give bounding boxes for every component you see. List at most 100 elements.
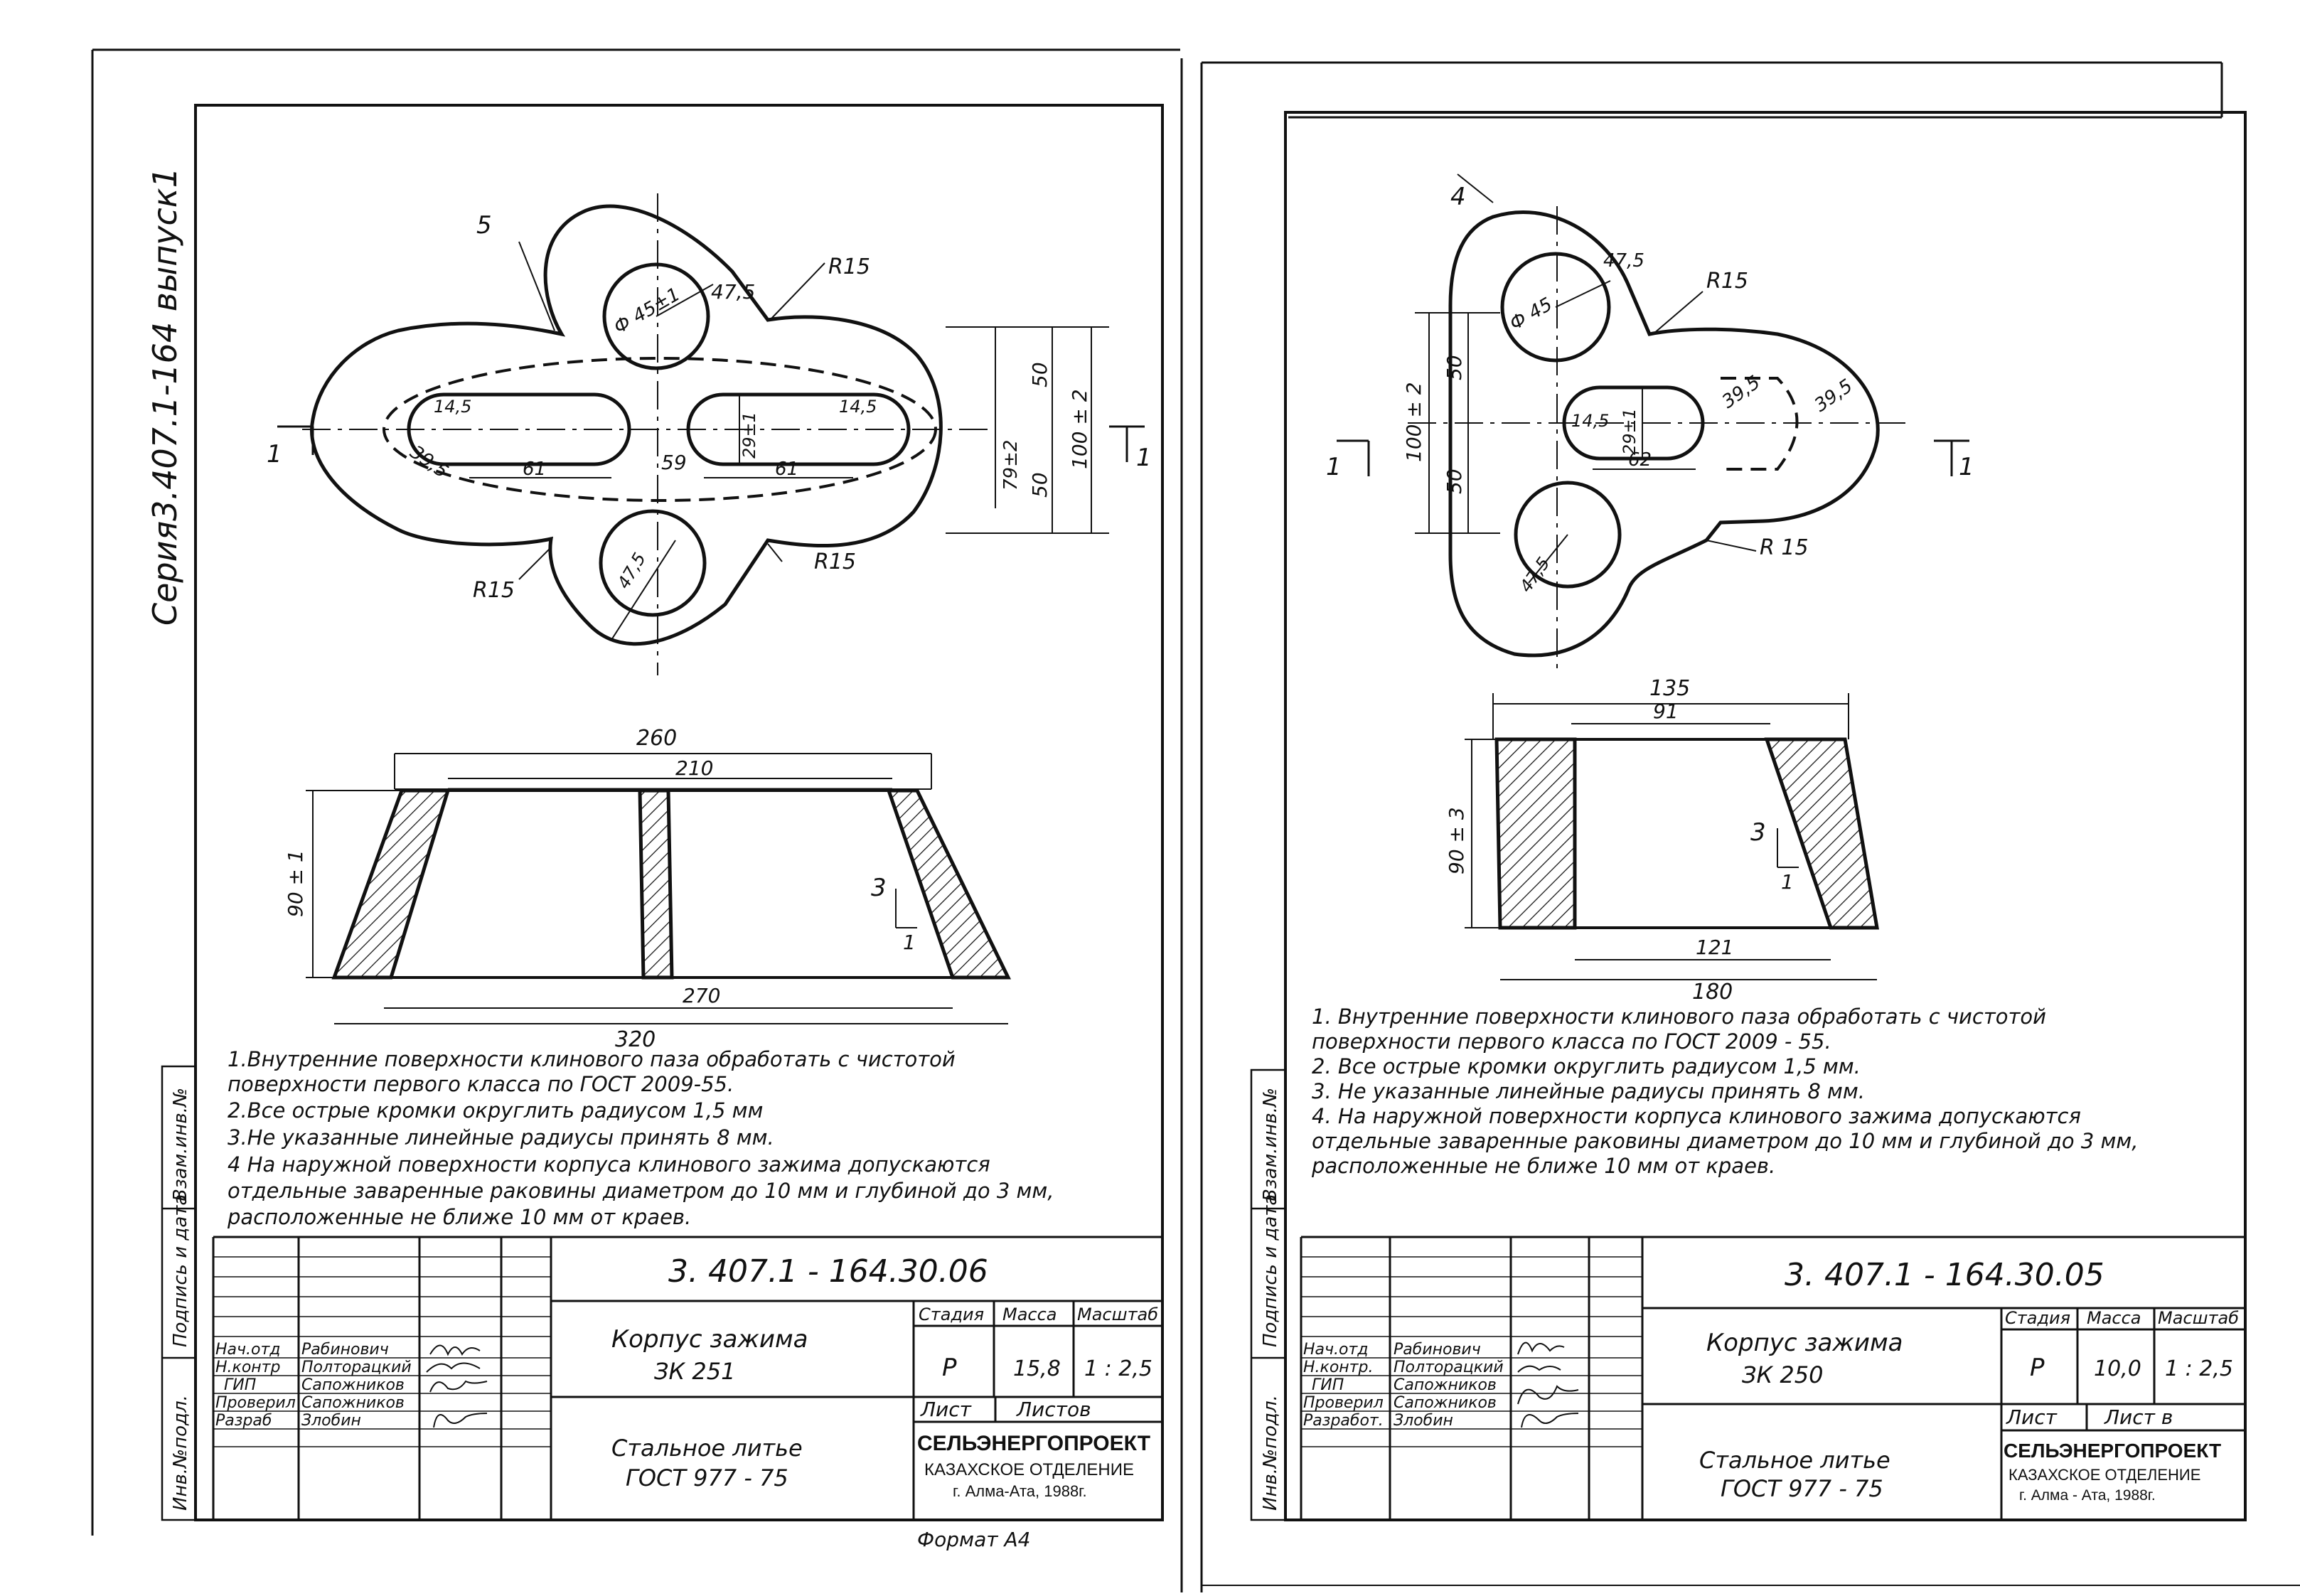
left-plan-dim-11: 61 (775, 459, 798, 480)
right-plan-hole-top (1500, 252, 1611, 363)
left-format-label: Формат А4 (917, 1528, 1030, 1551)
left-section-dim-6: 320 (615, 1027, 656, 1052)
left-plan-dim-0: 5 (476, 211, 492, 240)
right-plan-wedge-dash (1721, 377, 1799, 471)
left-plan-dim-16: 100 ± 2 (1068, 389, 1091, 469)
right-part-name: Корпус зажима (1706, 1329, 1903, 1357)
left-note-1: поверхности первого класса по ГОСТ 2009-… (228, 1072, 734, 1096)
left-section-dim-5: 270 (683, 984, 720, 1007)
left-person-3: Сапожников (301, 1394, 405, 1412)
right-role-2: ГИП (1312, 1376, 1344, 1394)
stamp-label-replace-right: Взам.инв.№ (1260, 1088, 1281, 1201)
left-note-4: 4 На наружной поверхности корпуса клинов… (228, 1152, 990, 1177)
left-plan-dim-17: 47,5 (614, 550, 650, 592)
left-section-dim-4: 1 (903, 931, 916, 954)
stamp-label-replace-left: Взам.инв.№ (170, 1088, 191, 1201)
left-sheets-label: Листов (1016, 1398, 1091, 1421)
left-org-3: г. Алма-Ата, 1988г. (953, 1482, 1087, 1500)
right-org-3: г. Алма - Ата, 1988г. (2019, 1487, 2156, 1504)
left-person-4: Злобин (301, 1412, 361, 1430)
stamp-label-inv-right: Инв.№подл. (1260, 1395, 1281, 1511)
stamp-label-inv-left: Инв.№подл. (170, 1395, 191, 1511)
left-plan-hole-bottom (599, 509, 707, 617)
right-material-2: ГОСТ 977 - 75 (1721, 1475, 1883, 1502)
right-org-2: КАЗАХСКОЕ ОТДЕЛЕНИЕ (2009, 1466, 2200, 1484)
left-section-dim-0: 260 (636, 726, 677, 751)
left-head-mass: Масса (1002, 1305, 1057, 1324)
right-section-dim-1: 91 (1653, 700, 1679, 723)
right-stage: Р (2030, 1354, 2045, 1382)
right-plan-dim-10: 50 (1443, 355, 1466, 380)
right-notes: 1. Внутренние поверхности клинового паза… (1311, 1005, 2139, 1178)
stamp-label-sign-right: Подпись и дата (1260, 1194, 1281, 1347)
left-role-4: Разраб (215, 1412, 272, 1430)
left-signatures (426, 1344, 488, 1428)
left-notes: 1.Внутренние поверхности клинового паза … (227, 1047, 1054, 1229)
left-role-0: Нач.отд (215, 1341, 281, 1359)
right-section-view: 135 91 90 ± 3 3 1 121 180 (1445, 676, 1879, 1005)
right-section-dim-2: 90 ± 3 (1445, 807, 1468, 874)
right-note-0: 1. Внутренние поверхности клинового паза… (1312, 1005, 2046, 1029)
right-part-code: ЗК 250 (1742, 1361, 1823, 1388)
left-plan-dim-2: 47,5 (711, 280, 755, 304)
left-plan-dim-10: 29±1 (739, 412, 759, 459)
left-plan-dim-12: 14,5 (839, 397, 877, 417)
left-person-2: Сапожников (301, 1376, 405, 1394)
right-sheet-label: Лист (2006, 1405, 2058, 1429)
right-mass: 10,0 (2094, 1356, 2141, 1381)
left-plan-hole-top (602, 262, 710, 370)
right-person-3: Сапожников (1394, 1394, 1497, 1412)
right-plan-dim-4: R 15 (1760, 535, 1809, 560)
right-section-dim-4: 1 (1781, 870, 1794, 894)
stamp-label-sign-left: Подпись и дата (170, 1194, 191, 1347)
left-org-2: КАЗАХСКОЕ ОТДЕЛЕНИЕ (924, 1460, 1134, 1479)
side-stamp-left (161, 1065, 197, 1521)
left-material-1: Стальное литье (611, 1435, 803, 1462)
left-section-dim-3: 3 (871, 874, 887, 902)
left-section-wall-left (331, 788, 451, 980)
left-role-1: Н.контр (215, 1359, 280, 1376)
left-note-0: 1.Внутренние поверхности клинового паза … (228, 1047, 956, 1071)
left-doc-code: 3. 407.1 - 164.30.06 (668, 1253, 988, 1290)
left-note-5: отдельные заваренные раковины диаметром … (228, 1179, 1054, 1203)
right-head-stage: Стадия (2005, 1308, 2070, 1328)
left-head-scale: Масштаб (1077, 1305, 1158, 1324)
left-person-1: Полторацкий (301, 1359, 412, 1376)
right-section-wall-right (1764, 737, 1879, 930)
left-plan-dim-5: R15 (814, 550, 856, 574)
right-plan-dim-12: 100 ± 2 (1402, 382, 1426, 462)
left-section-dim-2: 90 ± 1 (284, 850, 307, 917)
left-stage: Р (942, 1354, 957, 1382)
right-note-4: 4. На наружной поверхности корпуса клино… (1312, 1104, 2081, 1128)
right-note-6: расположенные не ближе 10 мм от краев. (1311, 1154, 1775, 1178)
right-plan-dim-0: 4 (1450, 183, 1466, 211)
right-plan-dim-5: 14,5 (1571, 411, 1609, 431)
right-note-2: 2. Все острые кромки округлить радиусом … (1312, 1054, 1861, 1078)
left-plan-dim-8: 61 (523, 459, 546, 480)
right-person-4: Злобин (1394, 1412, 1453, 1430)
right-plan-dim-9: 62 (1628, 449, 1652, 471)
left-org-1: СЕЛЬЭНЕРГОПРОЕКТ (917, 1432, 1150, 1455)
left-plan-dim-4: R15 (473, 578, 515, 603)
right-section-dim-6: 180 (1692, 980, 1733, 1005)
left-plan-dim-9: 59 (661, 451, 687, 474)
left-plan-dim-1: Ф 45±1 (611, 284, 684, 338)
left-plan-dim-14: 50 (1028, 362, 1052, 387)
left-note-6: расположенные не ближе 10 мм от краев. (227, 1205, 691, 1229)
side-stamp-right (1250, 1069, 1287, 1521)
right-plan-outline (1448, 210, 1880, 658)
left-part-code: ЗК 251 (654, 1358, 735, 1385)
right-plan-dim-14: 1 (1326, 453, 1342, 481)
right-plan-dim-2: 47,5 (1603, 250, 1644, 272)
right-plan-dim-15: 1 (1959, 453, 1974, 481)
right-role-4: Разработ. (1303, 1412, 1384, 1430)
right-plan-dim-11: 50 (1443, 468, 1466, 494)
right-section-dim-5: 121 (1696, 936, 1733, 959)
left-note-3: 3.Не указанные линейные радиусы принять … (228, 1125, 774, 1150)
right-doc-code: 3. 407.1 - 164.30.05 (1785, 1257, 2104, 1293)
sheet-frames (91, 48, 2300, 1592)
right-note-1: поверхности первого класса по ГОСТ 2009 … (1312, 1029, 1831, 1054)
right-signatures (1517, 1341, 1579, 1428)
right-plan-dim-8: 29±1 (1620, 408, 1640, 455)
right-person-2: Сапожников (1394, 1376, 1497, 1394)
